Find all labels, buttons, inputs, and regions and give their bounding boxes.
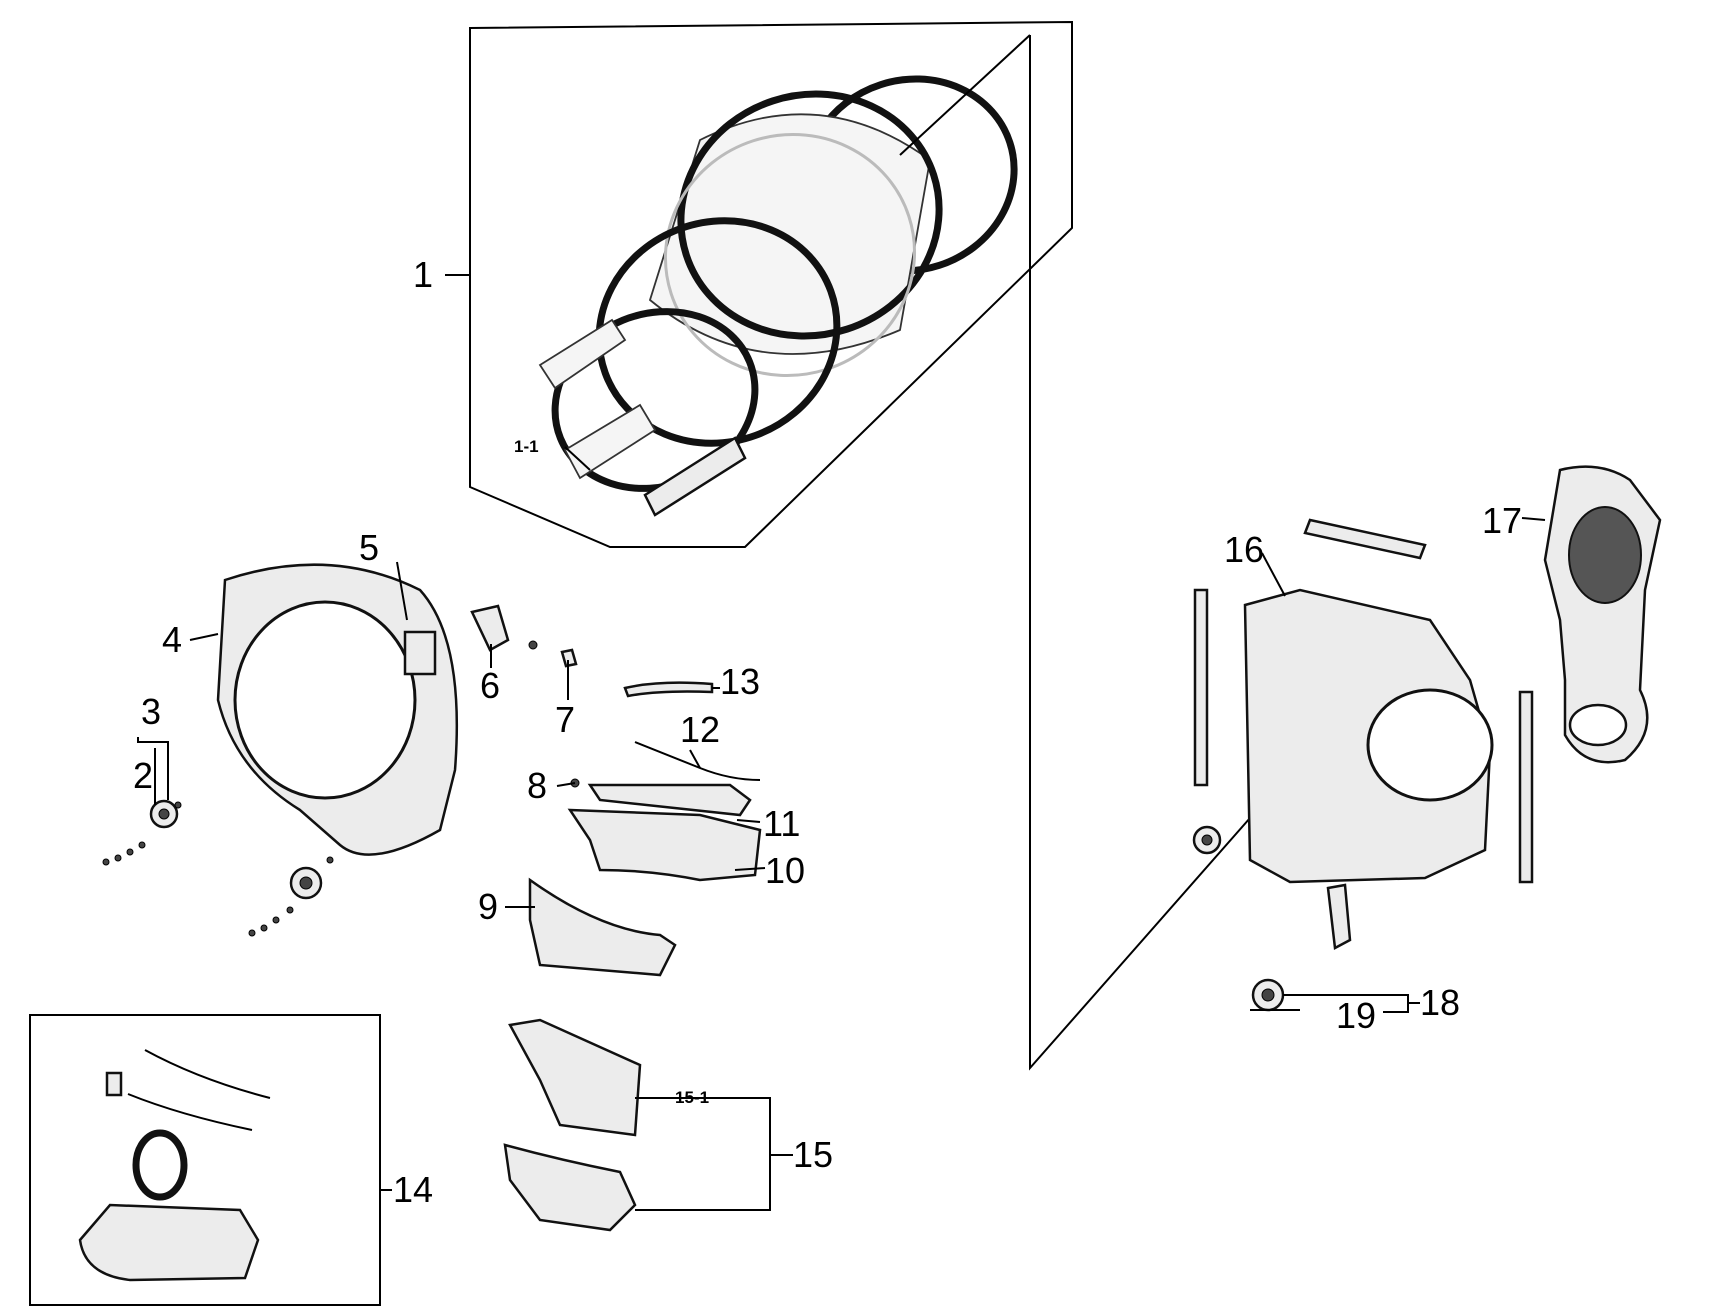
part-11-sensor-bar xyxy=(587,783,752,817)
drum-lifter-top xyxy=(538,318,627,390)
leader-17 xyxy=(1521,517,1546,521)
front-panel xyxy=(216,563,459,856)
callout-12: 12 xyxy=(680,709,721,750)
callout-6: 6 xyxy=(480,665,501,706)
callout-7: 7 xyxy=(555,699,576,740)
part-14-connector xyxy=(105,1071,123,1097)
front-panel-latch xyxy=(403,630,437,676)
part-14-wire-a xyxy=(144,1049,271,1099)
callout-18: 18 xyxy=(1420,982,1461,1023)
callout-1: 1 xyxy=(413,254,434,295)
callout-13: 13 xyxy=(720,661,761,702)
part-15-1-filter-screen xyxy=(508,1018,642,1137)
leader-11 xyxy=(736,819,761,823)
callout-15: 15 xyxy=(793,1134,834,1175)
leader-3 xyxy=(137,737,169,800)
part-14-wire-b xyxy=(127,1093,253,1131)
part-14-duct-kit xyxy=(78,1049,271,1282)
callout-15-1: 15-1 xyxy=(675,1088,710,1107)
part-17-fan-grille xyxy=(1568,506,1642,604)
leader-15-bracket xyxy=(635,1097,771,1211)
callout-3: 3 xyxy=(141,691,162,732)
drum-assembly-frame xyxy=(469,20,1073,548)
part-13-strip xyxy=(623,681,714,698)
callout-11: 11 xyxy=(763,803,801,844)
callout-16: 16 xyxy=(1224,529,1265,570)
part-10-filter-housing xyxy=(567,808,762,882)
part-14-frame xyxy=(29,1014,381,1306)
drum-lifter-1-1 xyxy=(563,403,657,480)
part-15-filter-frame xyxy=(503,1143,637,1232)
drum-bracket xyxy=(643,436,747,517)
callout-10: 10 xyxy=(765,850,806,891)
roller-screws xyxy=(102,801,334,937)
callout-8: 8 xyxy=(527,765,548,806)
callout-1-1: 1-1 xyxy=(514,437,539,456)
leader-8 xyxy=(556,782,576,787)
drum-assembly xyxy=(538,75,1018,517)
leader-drum-to-rear xyxy=(1029,35,1251,1071)
part-14-duct xyxy=(78,1203,260,1282)
part-9-duct-bracket xyxy=(528,877,677,977)
callout-19: 19 xyxy=(1336,995,1377,1036)
rear-panel-opening xyxy=(1366,688,1494,802)
callout-5: 5 xyxy=(359,527,380,568)
rear-hose xyxy=(1326,883,1352,950)
leader-16 xyxy=(1261,552,1286,597)
leader-10 xyxy=(734,867,766,871)
callout-2: 2 xyxy=(133,755,154,796)
rear-top-bracket xyxy=(1303,518,1427,560)
rear-roller-hub xyxy=(1201,834,1213,846)
callout-9: 9 xyxy=(478,886,499,927)
part-17-outlet xyxy=(1568,703,1628,747)
leader-5 xyxy=(396,561,408,621)
part-6-bracket xyxy=(470,604,510,652)
front-panel-opening xyxy=(233,600,417,800)
leader-12 xyxy=(689,749,701,769)
part-7-clip xyxy=(560,648,578,668)
leader-1-1 xyxy=(564,446,591,471)
part-18-roller-hub xyxy=(1261,988,1275,1002)
drum-gasket-ring xyxy=(595,217,841,447)
rear-rail-left xyxy=(1193,588,1209,787)
callout-4: 4 xyxy=(162,619,183,660)
roller-upper-hub xyxy=(158,808,170,820)
drum-body xyxy=(648,113,931,355)
roller-lower-hub xyxy=(299,876,313,890)
callout-17: 17 xyxy=(1482,500,1523,541)
callout-14: 14 xyxy=(393,1169,434,1210)
drum-front-ring xyxy=(677,90,943,340)
part-7-nut xyxy=(528,640,538,650)
part-14-seal xyxy=(132,1129,188,1201)
leader-4 xyxy=(189,633,219,641)
rear-rail-right xyxy=(1518,690,1534,884)
leader-drum-top xyxy=(899,34,1031,156)
